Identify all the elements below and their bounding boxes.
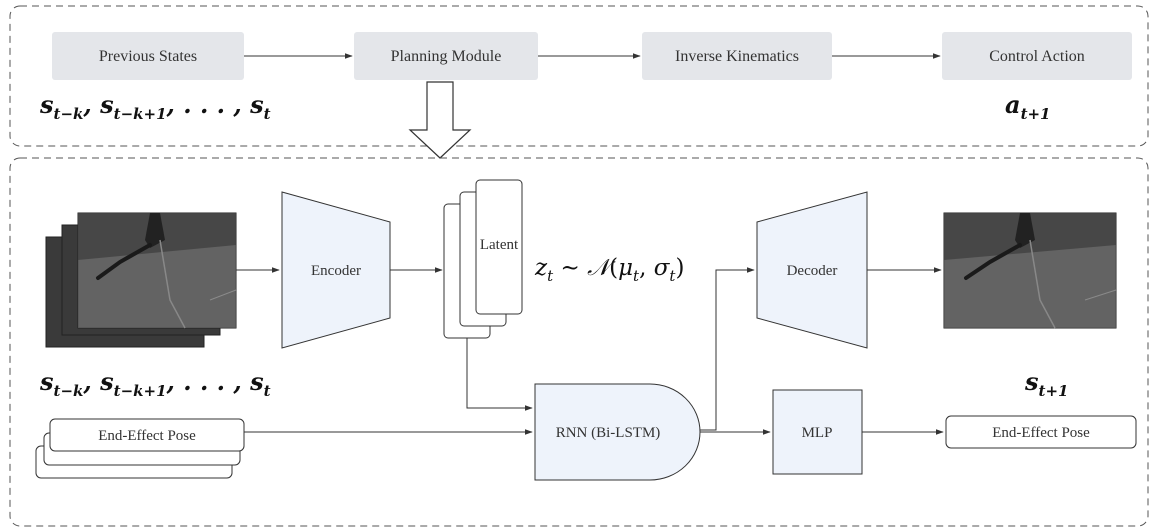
stage-previous-states: Previous States <box>52 32 244 80</box>
arrow-latent-to-rnn <box>466 338 533 411</box>
stage-control-action-label: Control Action <box>989 48 1085 65</box>
expand-down-arrow <box>408 81 472 159</box>
arrow-rnn-to-decoder <box>700 267 755 431</box>
stage-planning-module-label: Planning Module <box>391 48 502 65</box>
stage-inverse-kinematics-label: Inverse Kinematics <box>675 48 799 65</box>
rnn-block: RNN (Bi-LSTM) <box>534 383 701 481</box>
pose-input-stack: End-Effect Pose <box>35 418 245 479</box>
top-states-notation: st−k, st−k+1, . . . , st <box>39 90 271 123</box>
latent-formula: zt ∼ 𝒩(μt, σt) <box>534 255 684 285</box>
mlp-label: MLP <box>802 425 833 441</box>
decoder-block: Decoder <box>756 191 868 349</box>
bottom-panel-border <box>9 157 1149 527</box>
rnn-label: RNN (Bi-LSTM) <box>556 425 661 441</box>
latent-block: Latent <box>443 179 523 339</box>
output-frame-image <box>943 212 1117 329</box>
decoder-label: Decoder <box>787 263 838 279</box>
stage-inverse-kinematics: Inverse Kinematics <box>642 32 832 80</box>
bottom-states-notation: st−k, st−k+1, . . . , st <box>39 367 271 400</box>
pose-output-box: End-Effect Pose <box>945 415 1137 449</box>
mlp-block: MLP <box>772 389 863 475</box>
next-state-notation: st+1 <box>1024 367 1068 400</box>
input-frames-stack <box>45 212 237 348</box>
encoder-block: Encoder <box>281 191 391 349</box>
pose-input-label: End-Effect Pose <box>98 428 196 444</box>
stage-previous-states-label: Previous States <box>99 48 197 65</box>
input-frame-image <box>77 212 237 329</box>
pose-output-label: End-Effect Pose <box>992 425 1090 441</box>
encoder-label: Encoder <box>311 263 361 279</box>
top-panel-border <box>9 5 1149 147</box>
latent-label: Latent <box>480 237 519 253</box>
stage-planning-module: Planning Module <box>354 32 538 80</box>
stage-control-action: Control Action <box>942 32 1132 80</box>
top-action-notation: at+1 <box>1005 90 1051 123</box>
